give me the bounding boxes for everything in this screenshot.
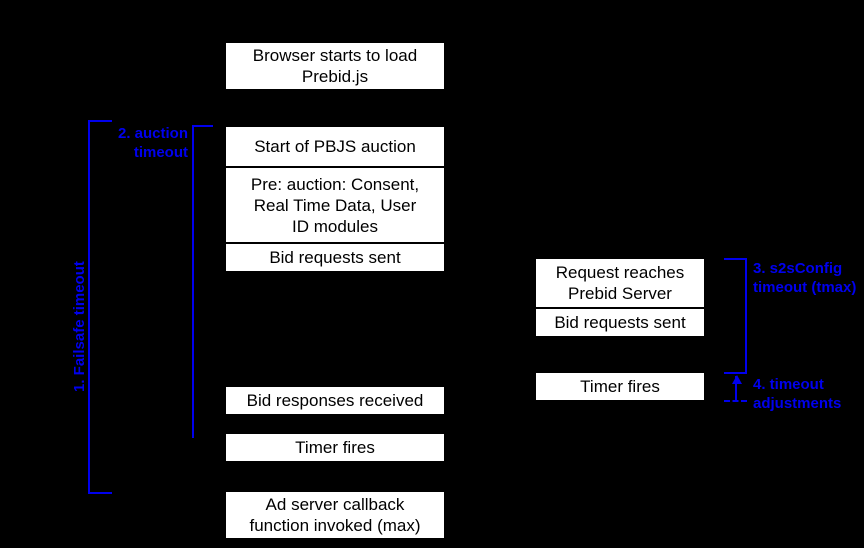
flow-box-auction-start: Start of PBJS auction bbox=[225, 126, 445, 167]
s2sconfig-bracket-tick-top bbox=[724, 258, 747, 260]
annotation-failsafe-timeout: 1. Failsafe timeout bbox=[71, 261, 88, 392]
annotation-timeout-adjustments: 4. timeout adjustments bbox=[753, 376, 842, 412]
auction-timeout-bracket-tick-top bbox=[192, 125, 213, 127]
flow-box-request-reaches-prebid-server: Request reaches Prebid Server bbox=[535, 258, 705, 308]
flow-box-timer-fires-client: Timer fires bbox=[225, 433, 445, 462]
failsafe-bracket-tick-top bbox=[88, 120, 112, 122]
flow-box-bid-requests-sent-server: Bid requests sent bbox=[535, 308, 705, 337]
failsafe-bracket-tick-bottom bbox=[88, 492, 112, 494]
annotation-s2sconfig-timeout: 3. s2sConfig timeout (tmax) bbox=[753, 260, 857, 296]
flow-box-bid-requests-sent-client: Bid requests sent bbox=[225, 243, 445, 272]
s2sconfig-bracket-vertical bbox=[745, 258, 747, 374]
flow-box-timer-fires-server: Timer fires bbox=[535, 372, 705, 401]
flow-box-pre-auction-modules: Pre: auction: Consent, Real Time Data, U… bbox=[225, 167, 445, 243]
flow-box-ad-server-callback: Ad server callback function invoked (max… bbox=[225, 491, 445, 539]
flow-box-bid-responses-received: Bid responses received bbox=[225, 386, 445, 415]
failsafe-bracket-vertical bbox=[88, 120, 90, 494]
annotation-auction-timeout: 2. auction timeout bbox=[117, 125, 188, 161]
timeout-adjustments-arrow-icon bbox=[732, 375, 742, 400]
timeout-adjustments-baseline-dashed bbox=[724, 400, 747, 402]
auction-timeout-bracket-vertical bbox=[192, 125, 194, 438]
flow-box-browser-load: Browser starts to load Prebid.js bbox=[225, 42, 445, 90]
s2sconfig-bracket-tick-bottom bbox=[724, 372, 747, 374]
